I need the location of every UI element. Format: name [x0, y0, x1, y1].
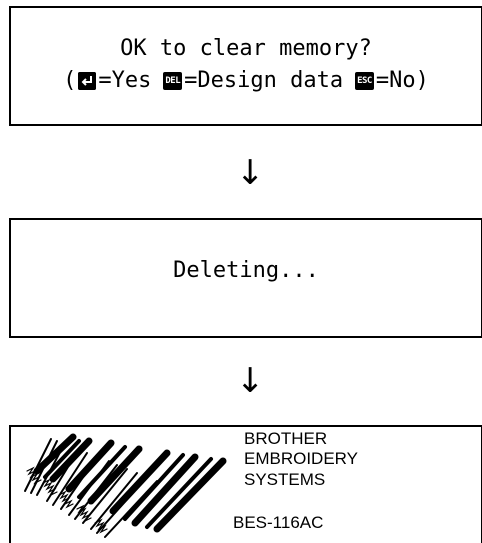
brand-line-2: EMBROIDERY — [244, 449, 358, 469]
enter-key-icon[interactable] — [78, 72, 96, 90]
open-paren: ( — [63, 68, 76, 93]
clear-memory-question: OK to clear memory? — [11, 36, 481, 61]
embroidery-stitch-logo-icon — [17, 431, 237, 541]
deleting-message: Deleting... — [11, 258, 481, 283]
clear-memory-options: ( =Yes DEL =Design data ESC =No) — [11, 68, 481, 93]
brand-line-3: SYSTEMS — [244, 470, 325, 490]
esc-key-icon[interactable]: ESC — [355, 72, 374, 90]
yes-option-text: =Yes — [98, 68, 151, 93]
no-option-text: =No) — [376, 68, 429, 93]
down-arrow-icon: ↓ — [236, 364, 265, 398]
splash-screen: BROTHER EMBROIDERY SYSTEMS BES-116AC — [9, 425, 482, 543]
brand-line-1: BROTHER — [244, 429, 327, 449]
down-arrow-icon: ↓ — [236, 156, 265, 190]
deleting-screen: Deleting... — [9, 218, 482, 338]
design-data-option-text: =Design data — [184, 68, 343, 93]
clear-memory-dialog: OK to clear memory? ( =Yes DEL =Design d… — [9, 6, 482, 126]
model-number: BES-116AC — [233, 513, 323, 533]
del-key-icon[interactable]: DEL — [163, 72, 182, 90]
